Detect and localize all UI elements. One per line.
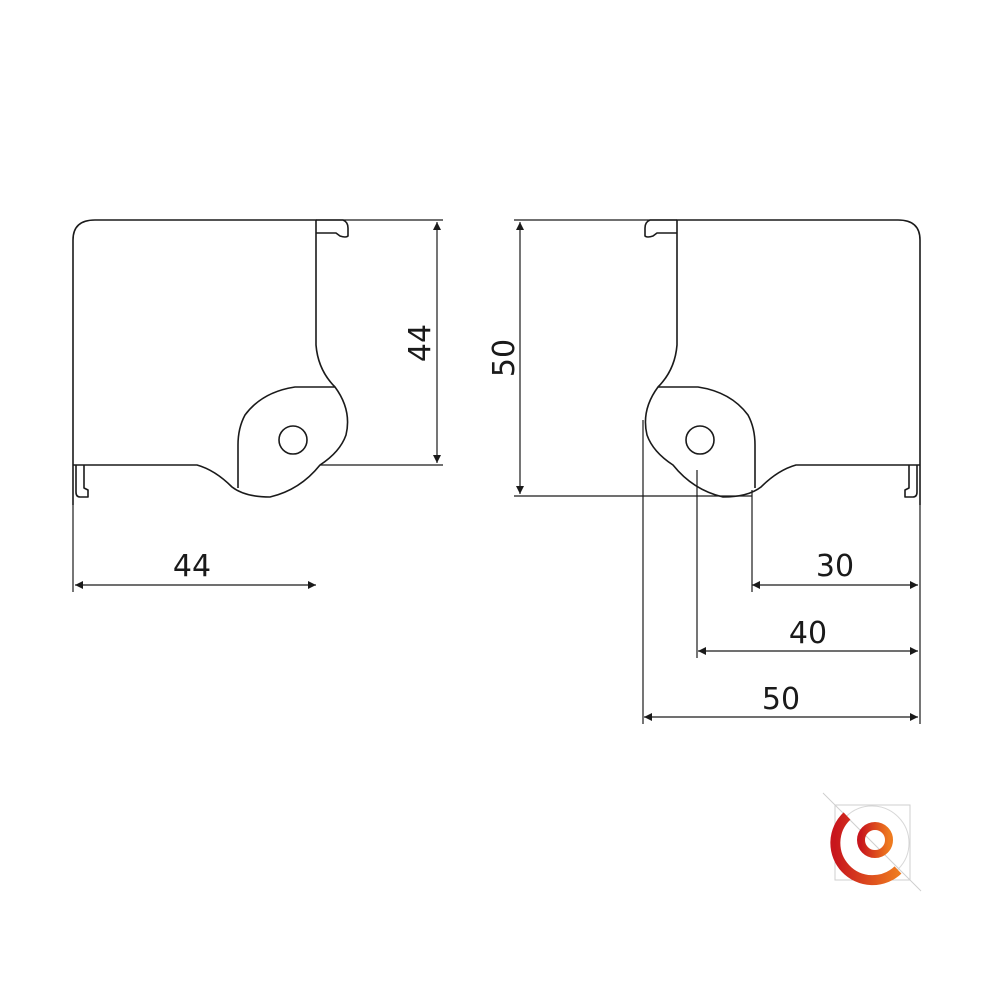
height-dimension-label: 44 <box>403 324 438 362</box>
width-dimension-label: 44 <box>173 549 211 584</box>
height-dimension-label: 50 <box>487 339 522 377</box>
left-part-outline <box>72 219 349 506</box>
right-view: 50 30 40 50 <box>487 219 921 724</box>
dimension-label-30: 30 <box>816 549 854 584</box>
dimension-label-40: 40 <box>789 616 827 651</box>
logo-mark <box>822 792 922 892</box>
left-view: 44 44 <box>72 219 443 592</box>
right-part-outline <box>644 219 921 506</box>
dimension-label-50: 50 <box>762 682 800 717</box>
